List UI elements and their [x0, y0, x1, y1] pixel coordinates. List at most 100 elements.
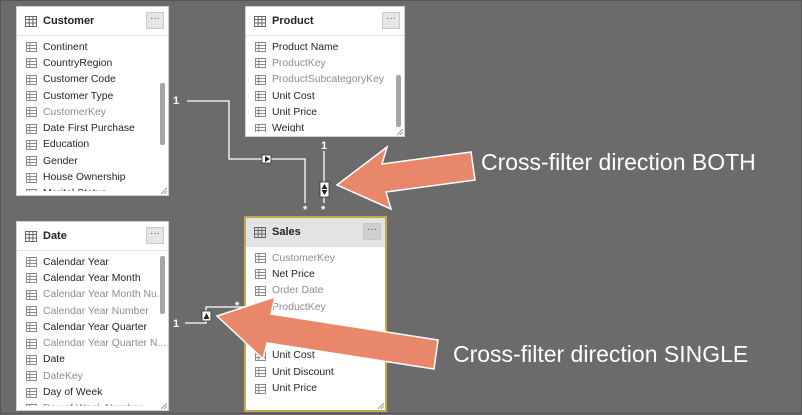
annotation-arrow-both	[335, 145, 476, 211]
field-label: Unit Price	[272, 383, 318, 395]
field-item[interactable]: Product Name	[246, 39, 404, 55]
field-label: Gender	[43, 155, 78, 167]
scrollbar[interactable]	[160, 256, 165, 314]
field-item[interactable]: Customer Type	[17, 88, 168, 104]
table-header[interactable]: Sales ···	[246, 218, 385, 247]
more-options-button[interactable]: ···	[146, 227, 164, 244]
field-item[interactable]: Net Price	[246, 266, 385, 282]
cardinality-one-label: 1	[173, 95, 180, 107]
field-label: CountryRegion	[43, 57, 113, 69]
filter-arrow-down-icon	[321, 190, 328, 195]
field-item[interactable]: Unit Cost	[246, 88, 404, 104]
field-label: DateKey	[43, 370, 83, 382]
more-options-button[interactable]: ···	[363, 223, 381, 240]
table-header[interactable]: Customer ···	[17, 7, 168, 36]
field-table-icon	[26, 289, 37, 300]
field-table-icon	[26, 257, 37, 268]
field-item[interactable]: Calendar Year Quarter	[17, 319, 168, 335]
field-item[interactable]: Weight	[246, 120, 404, 132]
cardinality-one-label: 1	[173, 318, 180, 330]
field-item[interactable]: Customer Code	[17, 72, 168, 88]
relationship-customer-sales[interactable]	[187, 100, 306, 203]
field-table-icon	[255, 367, 266, 378]
field-label: Product Name	[272, 41, 339, 53]
field-item[interactable]: Calendar Year	[17, 254, 168, 270]
field-table-icon	[255, 269, 266, 280]
field-table-icon	[26, 354, 37, 365]
table-icon	[254, 226, 266, 238]
field-table-icon	[255, 91, 266, 102]
field-item[interactable]: Calendar Year Quarter N...	[17, 335, 168, 351]
field-label: ProductKey	[272, 57, 326, 69]
table-header[interactable]: Product ···	[246, 7, 404, 36]
scrollbar[interactable]	[160, 83, 165, 145]
resize-grip-icon[interactable]	[397, 129, 403, 135]
table-header[interactable]: Date ···	[17, 222, 168, 251]
field-item[interactable]: ProductSubcategoryKey	[246, 72, 404, 88]
field-label: Unit Cost	[272, 90, 315, 102]
field-table-icon	[255, 123, 266, 132]
more-options-button[interactable]: ···	[382, 12, 400, 29]
field-item[interactable]: ProductKey	[246, 55, 404, 71]
field-item[interactable]: Day of Week	[17, 384, 168, 400]
field-item[interactable]: Unit Price	[246, 380, 385, 396]
field-item[interactable]: CountryRegion	[17, 55, 168, 71]
resize-grip-icon[interactable]	[161, 188, 167, 194]
field-table-icon	[26, 387, 37, 398]
field-table-icon	[26, 273, 37, 284]
field-item[interactable]: Education	[17, 137, 168, 153]
field-label: Calendar Year Month	[43, 272, 141, 284]
table-title: Date	[43, 230, 67, 242]
field-label: Calendar Year Quarter	[43, 321, 147, 333]
scrollbar[interactable]	[396, 75, 401, 127]
field-item[interactable]: Calendar Year Month	[17, 270, 168, 286]
table-title: Customer	[43, 15, 95, 27]
resize-grip-icon[interactable]	[378, 403, 384, 409]
field-label: Unit Cost	[272, 350, 315, 362]
field-item[interactable]: Calendar Year Number	[17, 303, 168, 319]
field-item[interactable]: Date	[17, 352, 168, 368]
field-table-icon	[26, 74, 37, 85]
cardinality-many-label: *	[321, 204, 326, 216]
field-item[interactable]: Day of Week Number	[17, 401, 168, 406]
field-label: Date First Purchase	[43, 123, 135, 135]
field-table-icon	[255, 383, 266, 394]
field-table-icon	[255, 58, 266, 69]
field-item[interactable]: CustomerKey	[246, 250, 385, 266]
field-table-icon	[26, 188, 37, 191]
field-table-icon	[26, 156, 37, 167]
field-item[interactable]: House Ownership	[17, 169, 168, 185]
field-table-icon	[255, 285, 266, 296]
field-label: Unit Discount	[272, 366, 334, 378]
field-table-icon	[26, 42, 37, 53]
field-item[interactable]: Order Date	[246, 283, 385, 299]
cardinality-many-label: *	[235, 300, 240, 312]
field-item[interactable]: Marital Status	[17, 186, 168, 191]
field-label: CustomerKey	[272, 252, 335, 264]
field-table-icon	[26, 172, 37, 183]
field-label: Unit Price	[272, 106, 318, 118]
field-label: Date	[43, 354, 65, 366]
resize-grip-icon[interactable]	[161, 403, 167, 409]
field-item[interactable]: Gender	[17, 153, 168, 169]
annotation-text-single: Cross-filter direction SINGLE	[453, 341, 749, 367]
field-item[interactable]: Date First Purchase	[17, 120, 168, 136]
more-options-button[interactable]: ···	[146, 12, 164, 29]
field-item[interactable]: Unit Discount	[246, 364, 385, 380]
field-table-icon	[26, 139, 37, 150]
field-label: ProductSubcategoryKey	[272, 74, 385, 86]
field-item[interactable]: DateKey	[17, 368, 168, 384]
field-item[interactable]: Calendar Year Month Nu...	[17, 287, 168, 303]
field-item[interactable]: CustomerKey	[17, 104, 168, 120]
field-item[interactable]: Unit Price	[246, 104, 404, 120]
field-item[interactable]: Continent	[17, 39, 168, 55]
field-table-icon	[26, 91, 37, 102]
filter-arrow-up-icon	[203, 313, 210, 319]
field-table-icon	[26, 322, 37, 333]
